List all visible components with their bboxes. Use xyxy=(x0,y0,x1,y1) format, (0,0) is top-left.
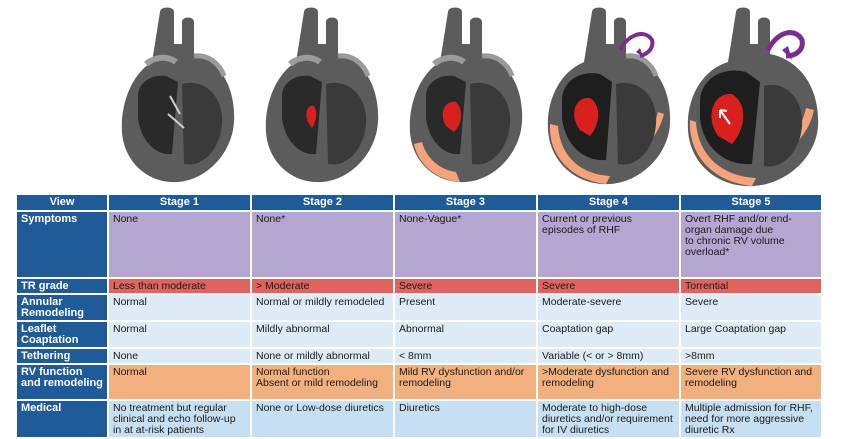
heart-stage-3-illustration xyxy=(396,4,540,194)
row-label: Symptoms xyxy=(17,212,109,279)
heart-stage-2-illustration xyxy=(252,4,396,194)
table-cell: Large Coaptation gap xyxy=(681,322,823,349)
table-cell: None xyxy=(109,212,252,279)
table-cell: Mildly abnormal xyxy=(252,322,395,349)
heart-stage-5-illustration xyxy=(684,4,828,194)
header-stage-1: Stage 1 xyxy=(109,195,252,212)
table-cell: None-Vague* xyxy=(395,212,538,279)
table-cell: Torrential xyxy=(681,279,823,295)
table-cell: Mild RV dysfunction and/or remodeling xyxy=(395,365,538,401)
row-label: Annular Remodeling xyxy=(17,295,109,322)
table-cell: Diuretics xyxy=(395,401,538,439)
row-label: Medical xyxy=(17,401,109,439)
regurgitant-jet-icon xyxy=(306,105,317,128)
row-label: RV function and remodeling xyxy=(17,365,109,401)
table-cell: Normal xyxy=(109,322,252,349)
table-cell: Variable (< or > 8mm) xyxy=(538,349,681,365)
header-stage-2: Stage 2 xyxy=(252,195,395,212)
row-label: Tethering xyxy=(17,349,109,365)
heart-stage-4-illustration xyxy=(540,4,684,194)
table-cell: >Moderate dysfunction and remodeling xyxy=(538,365,681,401)
table-cell: None or mildly abnormal xyxy=(252,349,395,365)
table-cell: Abnormal xyxy=(395,322,538,349)
header-view: View xyxy=(17,195,109,212)
tricuspid-staging-table: View Stage 1 Stage 2 Stage 3 Stage 4 Sta… xyxy=(17,195,823,439)
header-stage-4: Stage 4 xyxy=(538,195,681,212)
table-header-row: View Stage 1 Stage 2 Stage 3 Stage 4 Sta… xyxy=(17,195,823,212)
row-label: Leaflet Coaptation xyxy=(17,322,109,349)
table-row-leaflet-coaptation: Leaflet Coaptation Normal Mildly abnorma… xyxy=(17,322,823,349)
table-cell: No treatment but regular clinical and ec… xyxy=(109,401,252,439)
table-cell: Normal xyxy=(109,365,252,401)
regurgitant-jet-icon xyxy=(442,101,462,132)
table-cell: Moderate to high-dose diuretics and/or r… xyxy=(538,401,681,439)
table-cell: None xyxy=(109,349,252,365)
table-row-tethering: Tethering None None or mildly abnormal <… xyxy=(17,349,823,365)
table-cell: Severe xyxy=(395,279,538,295)
table-cell: Present xyxy=(395,295,538,322)
table-cell: < 8mm xyxy=(395,349,538,365)
purple-arrow-icon xyxy=(618,32,655,58)
purple-arrow-icon xyxy=(765,30,805,59)
header-stage-5: Stage 5 xyxy=(681,195,823,212)
row-label: TR grade xyxy=(17,279,109,295)
table-cell: Multiple admission for RHF, need for mor… xyxy=(681,401,823,439)
header-stage-3: Stage 3 xyxy=(395,195,538,212)
table-cell: >8mm xyxy=(681,349,823,365)
table-cell: Normal or mildly remodeled xyxy=(252,295,395,322)
table-cell: Normal function Absent or mild remodelin… xyxy=(252,365,395,401)
table-row-medical: Medical No treatment but regular clinica… xyxy=(17,401,823,439)
heart-stage-1-illustration xyxy=(108,4,252,194)
table-cell: Normal xyxy=(109,295,252,322)
table-row-symptoms: Symptoms None None* None-Vague* Current … xyxy=(17,212,823,279)
table-cell: Coaptation gap xyxy=(538,322,681,349)
regurgitant-jet-icon xyxy=(574,97,599,136)
table-cell: None* xyxy=(252,212,395,279)
table-cell: Severe RV dysfunction and remodeling xyxy=(681,365,823,401)
heart-illustrations xyxy=(108,4,828,194)
table-row-tr-grade: TR grade Less than moderate > Moderate S… xyxy=(17,279,823,295)
table-row-rv-function: RV function and remodeling Normal Normal… xyxy=(17,365,823,401)
table-row-annular-remodeling: Annular Remodeling Normal Normal or mild… xyxy=(17,295,823,322)
table-cell: Severe xyxy=(681,295,823,322)
table-cell: None or Low-dose diuretics xyxy=(252,401,395,439)
table-cell: Overt RHF and/or end-organ damage due to… xyxy=(681,212,823,279)
table-cell: Current or previous episodes of RHF xyxy=(538,212,681,279)
table-cell: Moderate-severe xyxy=(538,295,681,322)
table-cell: > Moderate xyxy=(252,279,395,295)
table-cell: Severe xyxy=(538,279,681,295)
table-cell: Less than moderate xyxy=(109,279,252,295)
